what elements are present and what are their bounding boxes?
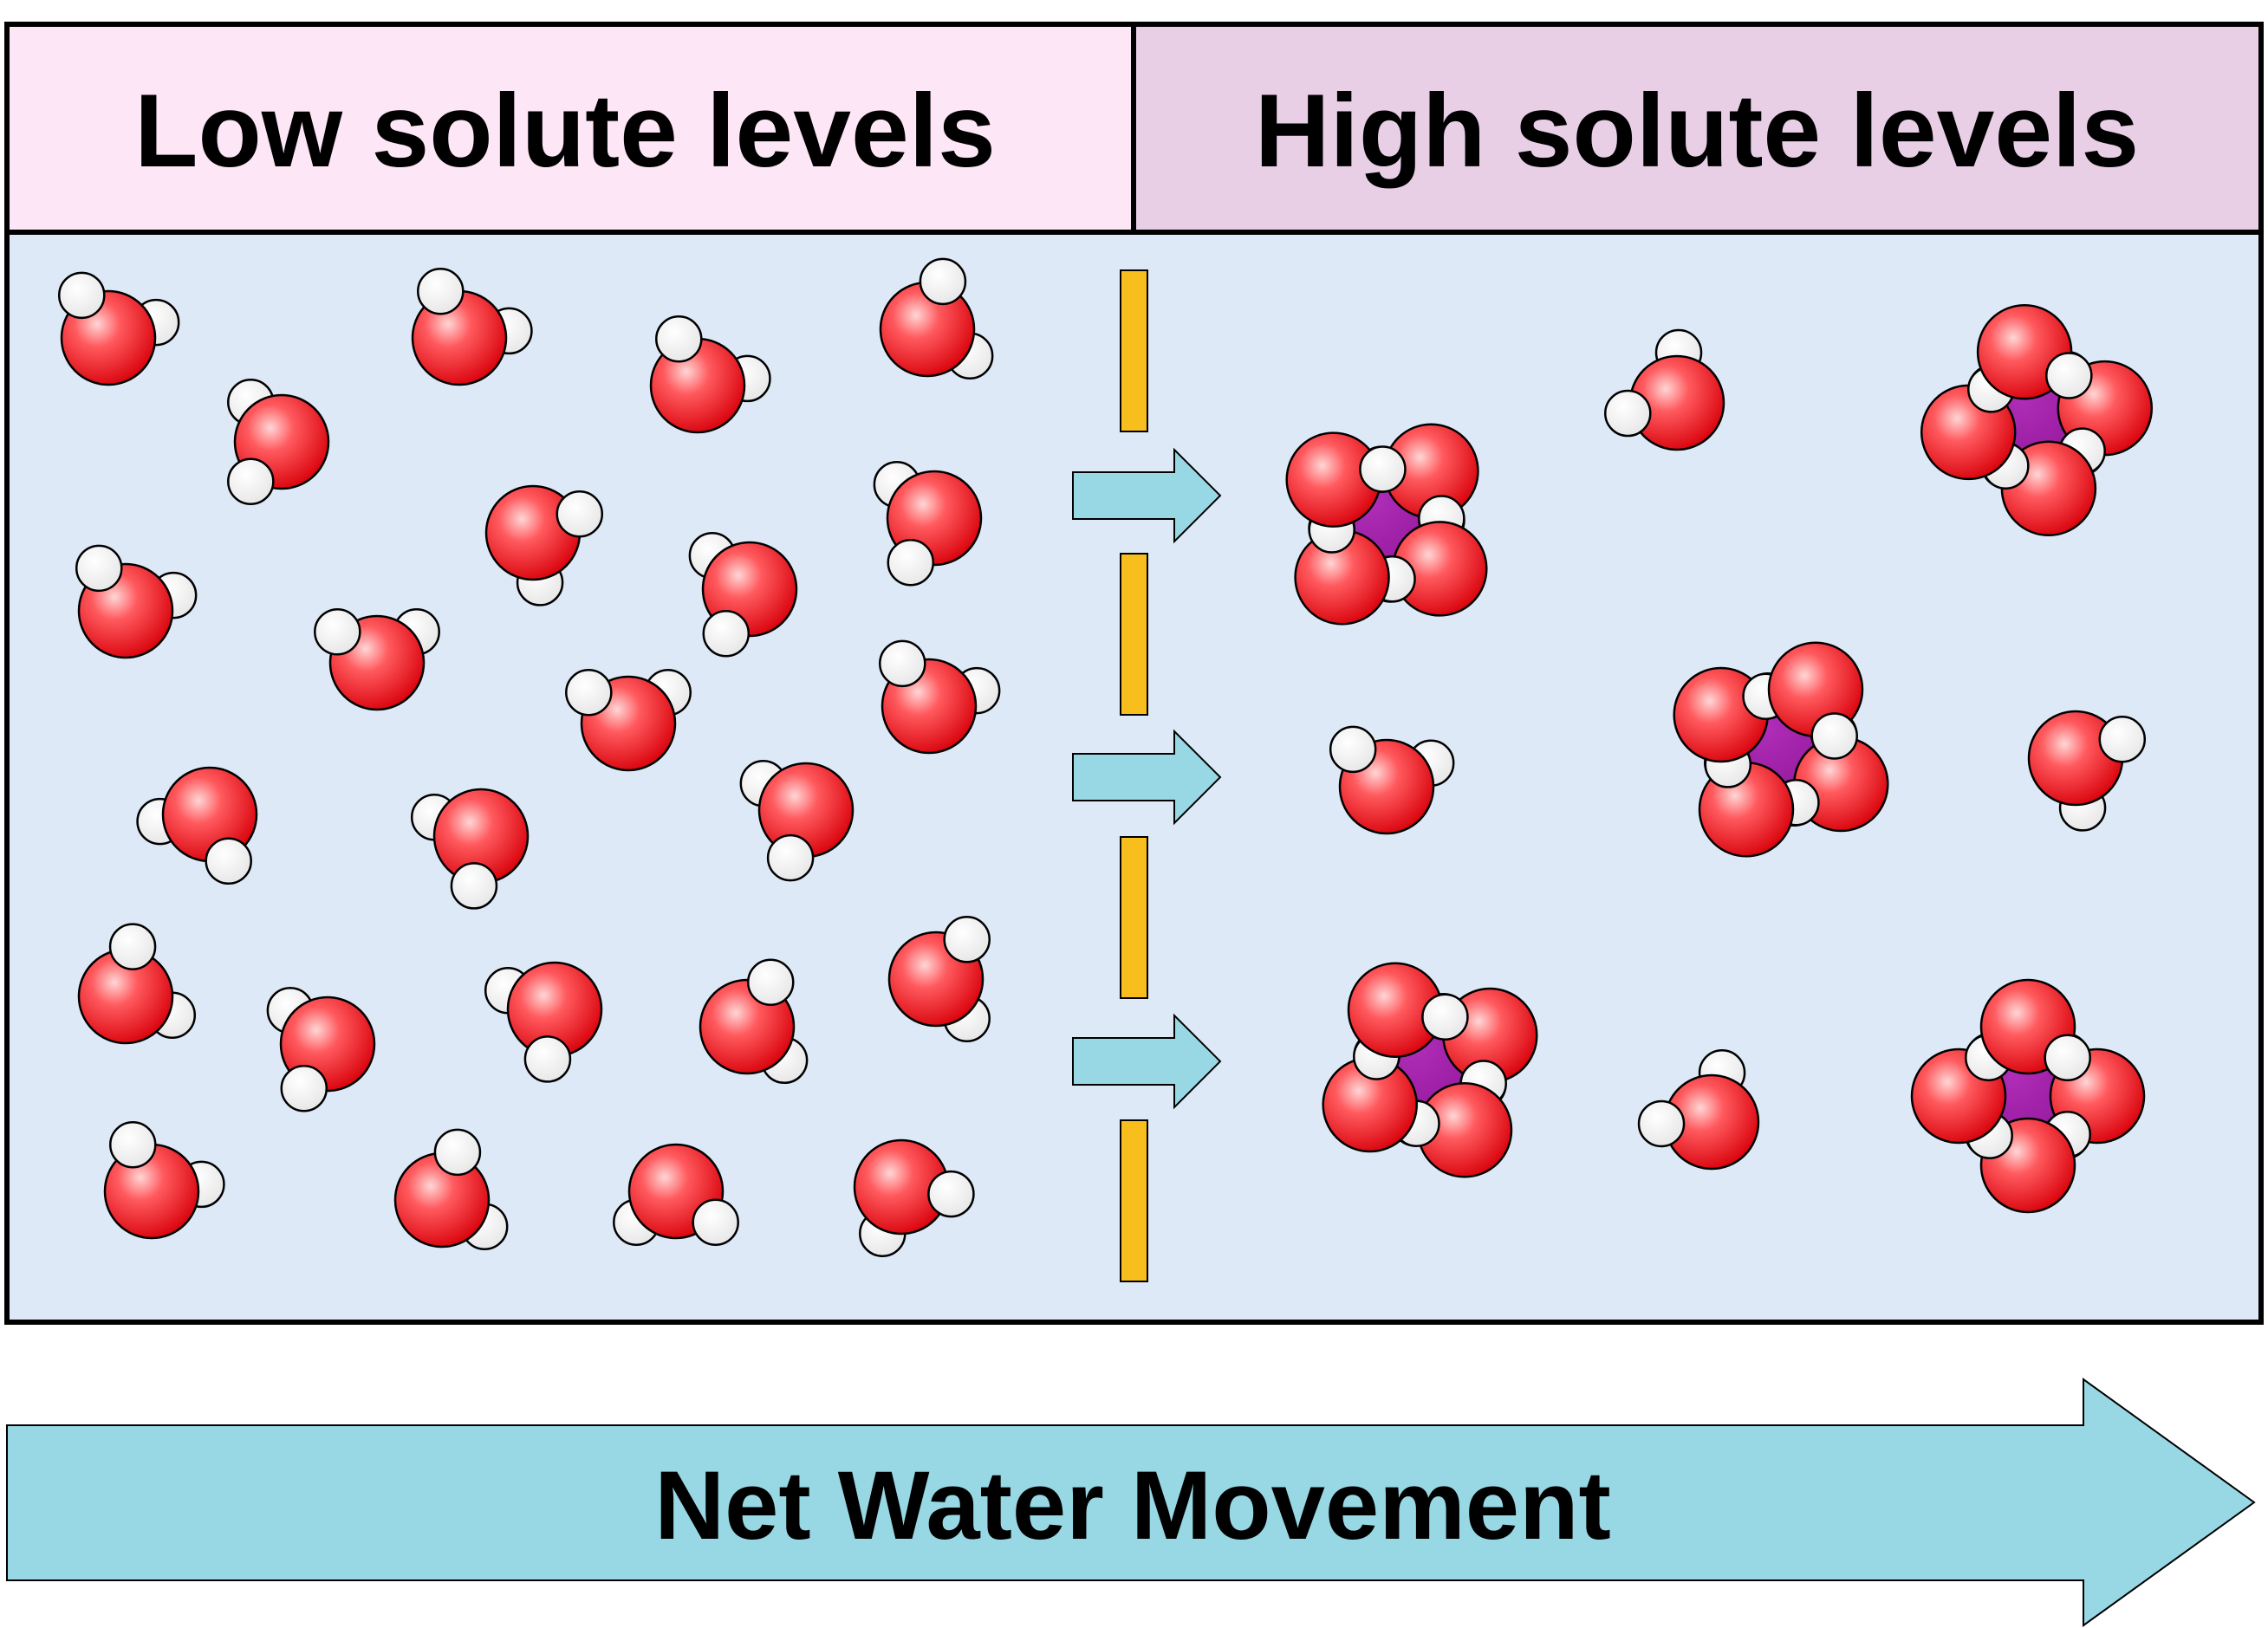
hydrogen-atom [1421, 993, 1469, 1041]
hydrogen-atom [702, 609, 751, 658]
water-molecule [266, 986, 376, 1112]
water-molecule [410, 788, 530, 910]
membrane-segment [1120, 1119, 1148, 1282]
water-molecule [1329, 725, 1455, 835]
net-water-movement-label: Net Water Movement [654, 1451, 1611, 1560]
water-molecule [699, 958, 809, 1085]
hydrogen-atom [108, 923, 157, 970]
membrane-segment [1120, 836, 1148, 999]
water-molecule [484, 961, 603, 1083]
hydrated-solute [1910, 978, 2146, 1214]
water-molecule [136, 766, 258, 885]
hydrogen-atom [1329, 725, 1377, 774]
hydrogen-atom [1604, 389, 1652, 438]
water-molecule [739, 760, 855, 882]
water-molecule [1967, 303, 2093, 413]
hydrated-solute [1322, 962, 1538, 1178]
hydrogen-atom [450, 862, 498, 910]
water-molecule [484, 484, 604, 606]
water-molecule [1604, 328, 1725, 451]
right-header [1131, 22, 2264, 235]
water-molecule [58, 271, 180, 386]
right-header-title: High solute levels [1255, 73, 2139, 189]
hydrogen-atom [927, 1170, 975, 1218]
water-molecule [314, 608, 440, 711]
water-molecule [1965, 978, 2091, 1081]
hydrogen-atom [565, 669, 613, 717]
water-molecule [77, 923, 197, 1045]
water-molecule [1742, 641, 1864, 760]
hydrogen-atom [314, 608, 361, 656]
water-molecule [879, 257, 994, 379]
hydrogen-atom [1810, 712, 1858, 760]
water-molecule [853, 1138, 975, 1258]
water-molecule [879, 639, 1001, 755]
hydrogen-atom [227, 457, 275, 505]
hydrogen-atom [2045, 352, 2093, 399]
hydrogen-atom [2098, 716, 2147, 763]
small-flow-arrow [1072, 447, 1222, 544]
small-flow-arrow [1072, 729, 1222, 826]
left-header-title: Low solute levels [134, 73, 996, 189]
hydrogen-atom [766, 833, 815, 882]
water-molecule [649, 315, 771, 434]
left-header [4, 22, 1136, 235]
hydrogen-atom [75, 544, 123, 593]
water-molecule [613, 1143, 739, 1246]
water-molecule [227, 379, 330, 505]
hydrogen-atom [1637, 1099, 1686, 1148]
water-molecule [103, 1120, 225, 1240]
hydrogen-atom [692, 1198, 739, 1246]
hydrogen-atom [919, 257, 967, 306]
hydrogen-atom [655, 315, 703, 363]
water-molecule [75, 544, 198, 659]
hydrated-solute [1673, 641, 1889, 858]
water-molecule [1347, 962, 1469, 1080]
water-molecule [2027, 710, 2147, 832]
hydrogen-atom [746, 958, 795, 1007]
membrane-flow-arrows [1072, 447, 1222, 1110]
hydrogen-atom [943, 916, 991, 963]
water-molecule [873, 460, 983, 587]
water-molecule [565, 669, 692, 772]
hydrogen-atom [887, 538, 935, 587]
hydrogen-atom [2044, 1034, 2091, 1081]
water-molecule [411, 267, 533, 386]
hydrogen-atom [58, 271, 106, 320]
hydrogen-atom [205, 837, 252, 885]
hydrogen-atom [556, 490, 604, 538]
hydrated-solute [1920, 303, 2154, 537]
hydrogen-atom [433, 1128, 482, 1177]
hydrated-solute [1285, 423, 1488, 626]
hydrogen-atom [879, 639, 926, 688]
hydrogen-atom [1359, 445, 1407, 493]
water-molecule [1285, 431, 1407, 554]
hydrogen-atom [109, 1120, 157, 1169]
hydrogen-atom [417, 267, 465, 315]
hydrogen-atom [523, 1035, 572, 1083]
net-water-movement-arrow [6, 1378, 2256, 1627]
hydrogen-atom [280, 1064, 328, 1112]
water-molecule [887, 916, 991, 1042]
water-molecule [1637, 1049, 1760, 1171]
membrane-segment [1120, 269, 1148, 432]
molecules-layer [58, 257, 2154, 1258]
membrane-segment [1120, 553, 1148, 716]
small-flow-arrow [1072, 1013, 1222, 1110]
water-molecule [688, 531, 798, 658]
water-molecule [393, 1128, 509, 1250]
semipermeable-membrane [1120, 269, 1148, 1282]
